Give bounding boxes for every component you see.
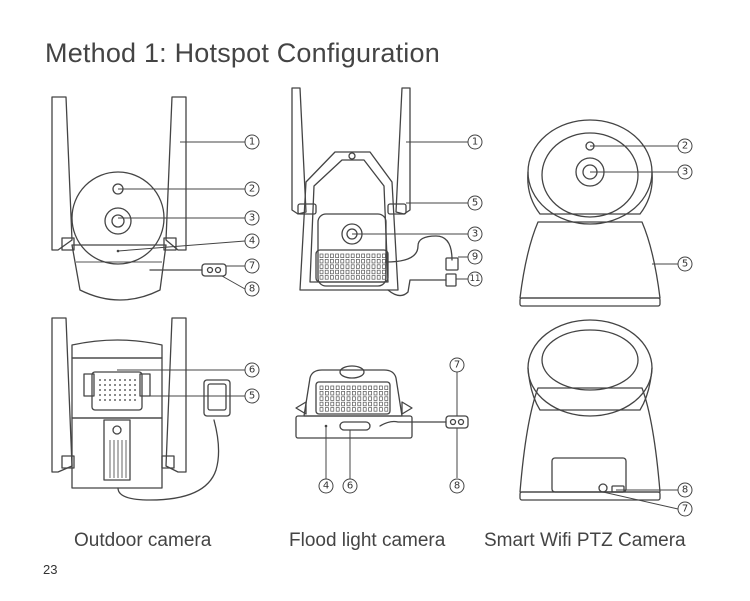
outdoor-camera-front [51, 96, 227, 301]
outdoor-camera-back [51, 317, 231, 501]
page-number: 23 [43, 562, 58, 577]
marker-ptz-5: 5 [677, 256, 693, 272]
svg-text:8: 8 [249, 284, 255, 295]
marker-outdoor-back-6: 6 [244, 362, 260, 378]
marker-outdoor-7: 7 [244, 258, 260, 274]
svg-text:3: 3 [472, 229, 478, 240]
marker-flood-bottom-6: 6 [342, 478, 358, 494]
marker-flood-bottom-4: 4 [318, 478, 334, 494]
svg-text:5: 5 [472, 198, 478, 209]
svg-text:8: 8 [454, 481, 460, 492]
page-title: Method 1: Hotspot Configuration [45, 38, 440, 68]
ptz-camera-back [519, 319, 661, 501]
flood-light-camera-bottom [295, 365, 469, 439]
marker-outdoor-back-5: 5 [244, 388, 260, 404]
marker-ptz-2: 2 [677, 138, 693, 154]
marker-outdoor-1: 1 [244, 134, 260, 150]
marker-ptz-back-8: 8 [677, 482, 693, 498]
caption-ptz-camera: Smart Wifi PTZ Camera [484, 530, 686, 551]
svg-text:11: 11 [470, 274, 481, 284]
svg-text:7: 7 [454, 360, 460, 371]
caption-flood-light-camera: Flood light camera [289, 530, 446, 551]
marker-outdoor-2: 2 [244, 181, 260, 197]
svg-text:4: 4 [249, 236, 255, 247]
svg-text:1: 1 [472, 137, 478, 148]
marker-flood-3: 3 [467, 226, 483, 242]
svg-text:2: 2 [682, 141, 688, 152]
leader-lines [117, 141, 679, 510]
marker-flood-11: 11 [467, 271, 483, 287]
svg-text:6: 6 [249, 365, 255, 376]
svg-text:5: 5 [682, 259, 688, 270]
marker-flood-5: 5 [467, 195, 483, 211]
svg-text:9: 9 [472, 252, 478, 263]
svg-text:8: 8 [682, 485, 688, 496]
svg-text:5: 5 [249, 391, 255, 402]
marker-ptz-back-7: 7 [677, 501, 693, 517]
marker-outdoor-4: 4 [244, 233, 260, 249]
ptz-camera-front [519, 119, 661, 307]
marker-flood-bottom-8: 8 [449, 478, 465, 494]
svg-text:6: 6 [347, 481, 353, 492]
svg-text:1: 1 [249, 137, 255, 148]
caption-outdoor-camera: Outdoor camera [74, 530, 212, 551]
svg-text:3: 3 [249, 213, 255, 224]
svg-text:2: 2 [249, 184, 255, 195]
svg-text:3: 3 [682, 167, 688, 178]
marker-ptz-3: 3 [677, 164, 693, 180]
marker-outdoor-3: 3 [244, 210, 260, 226]
marker-flood-9: 9 [467, 249, 483, 265]
svg-text:4: 4 [323, 481, 329, 492]
svg-text:7: 7 [682, 504, 688, 515]
marker-outdoor-8: 8 [244, 281, 260, 297]
marker-flood-bottom-7: 7 [449, 357, 465, 373]
marker-flood-1: 1 [467, 134, 483, 150]
svg-text:7: 7 [249, 261, 255, 272]
flood-light-camera-top [291, 87, 459, 297]
